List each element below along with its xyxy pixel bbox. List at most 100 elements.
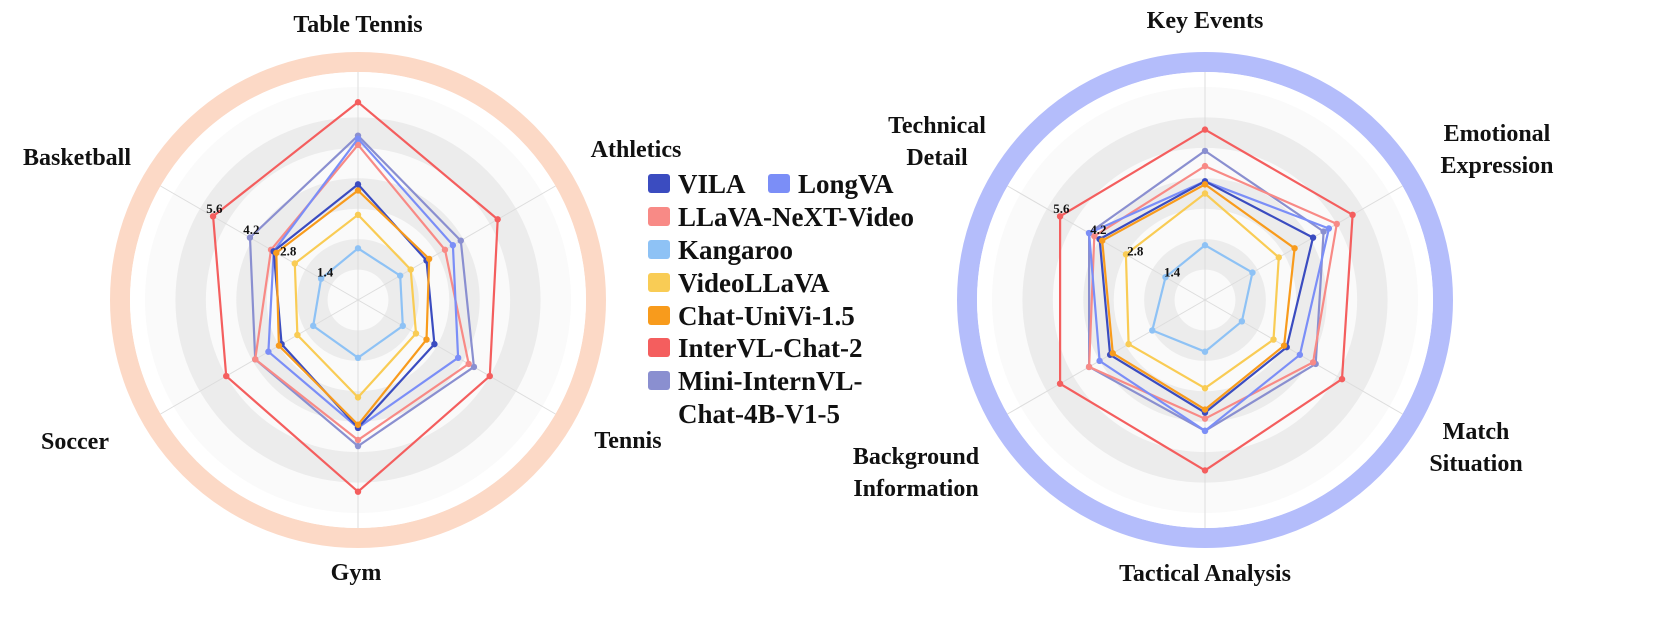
legend-swatch: [648, 371, 670, 390]
data-point: [354, 135, 362, 142]
data-point: [265, 348, 272, 355]
legend-item: InterVL-Chat-2: [648, 333, 862, 363]
data-point: [470, 363, 478, 371]
series-llava-next-video: [1085, 162, 1340, 422]
data-point: [1325, 225, 1333, 232]
legend-label: VideoLLaVA: [678, 268, 830, 298]
data-point: [354, 488, 362, 495]
data-point: [1296, 351, 1304, 358]
data-point: [354, 394, 362, 401]
tick-label: 5.6: [1053, 201, 1070, 216]
data-point: [449, 242, 457, 249]
tick-label: 2.8: [280, 243, 297, 258]
data-point: [1201, 242, 1209, 249]
data-point: [1122, 251, 1130, 258]
data-point: [252, 356, 259, 363]
tick-label: 1.4: [1164, 265, 1181, 280]
data-point: [310, 322, 317, 330]
data-point: [1201, 181, 1209, 188]
series-kangaroo: [1149, 242, 1256, 355]
data-point: [354, 99, 362, 106]
data-point: [396, 272, 404, 279]
data-point: [354, 245, 362, 252]
outer-ring: [957, 52, 1453, 548]
data-point: [317, 275, 325, 282]
data-point: [441, 246, 449, 253]
series-chat-univi-1-5: [1099, 181, 1298, 413]
axis-spoke: [160, 299, 359, 415]
data-point: [354, 181, 362, 188]
data-point: [423, 336, 430, 343]
axis-label: Gym: [331, 560, 382, 586]
legend-item: Kangaroo: [648, 235, 793, 265]
legend-item: VILA: [648, 169, 746, 199]
data-point: [1162, 273, 1169, 281]
data-point: [1091, 232, 1098, 240]
data-point: [1201, 385, 1209, 392]
legend-swatch: [768, 174, 790, 193]
data-point: [273, 249, 280, 257]
data-point: [1270, 336, 1277, 343]
series-intervl-chat-2: [1056, 126, 1356, 474]
data-point: [1201, 406, 1209, 413]
legend-item: LLaVA-NeXT-Video: [648, 202, 914, 232]
axis-spoke: [1204, 299, 1403, 415]
axis-spoke: [357, 185, 556, 301]
data-point: [1125, 340, 1132, 348]
legend-item: VideoLLaVA: [648, 268, 830, 298]
data-point: [1201, 190, 1209, 197]
data-point: [1201, 427, 1209, 435]
tick-label: 1.4: [317, 265, 334, 280]
data-point: [1309, 234, 1317, 241]
axis-spoke: [1007, 299, 1206, 415]
data-point: [1280, 342, 1288, 349]
legend-label: Kangaroo: [678, 235, 793, 265]
data-point: [412, 330, 420, 337]
axis-label: Key Events: [1147, 8, 1264, 34]
data-point: [246, 234, 254, 241]
data-point: [354, 436, 362, 444]
legend-swatch: [648, 174, 670, 193]
legend-label: Chat-UniVi-1.5: [678, 301, 855, 331]
axis-label: Tennis: [594, 428, 661, 454]
legend-label: LLaVA-NeXT-Video: [678, 202, 914, 232]
axis-spoke: [160, 185, 359, 301]
series-intervl-chat-2: [209, 99, 501, 495]
data-point: [275, 342, 283, 349]
data-point: [1149, 327, 1156, 334]
axis-label: Table Tennis: [293, 12, 422, 38]
data-point: [354, 354, 362, 362]
tick-label: 4.2: [243, 222, 259, 237]
data-point: [1333, 220, 1340, 228]
data-point: [223, 372, 230, 380]
data-point: [354, 442, 362, 450]
data-point: [1338, 375, 1346, 383]
data-point: [1085, 229, 1093, 237]
data-point: [1201, 147, 1209, 155]
data-point: [1238, 318, 1246, 325]
data-point: [1349, 211, 1356, 218]
data-point: [1275, 254, 1282, 261]
data-point: [1309, 359, 1317, 366]
data-point: [457, 237, 464, 244]
legend-swatch: [648, 207, 670, 226]
data-point: [1201, 348, 1209, 355]
tick-label: 5.6: [206, 201, 223, 216]
legend-item: Mini-InternVL-Chat-4B-V1-5: [648, 366, 863, 429]
data-point: [1056, 213, 1064, 220]
axis-spoke: [1204, 185, 1403, 301]
legend-label: LongVA: [798, 169, 894, 199]
data-point: [1085, 363, 1093, 371]
outer-ring: [110, 52, 606, 548]
data-point: [294, 331, 301, 339]
data-point: [425, 255, 433, 263]
legend-swatch: [648, 240, 670, 259]
data-point: [1099, 237, 1106, 244]
tick-label: 2.8: [1127, 243, 1144, 258]
axis-spoke: [1007, 185, 1206, 301]
